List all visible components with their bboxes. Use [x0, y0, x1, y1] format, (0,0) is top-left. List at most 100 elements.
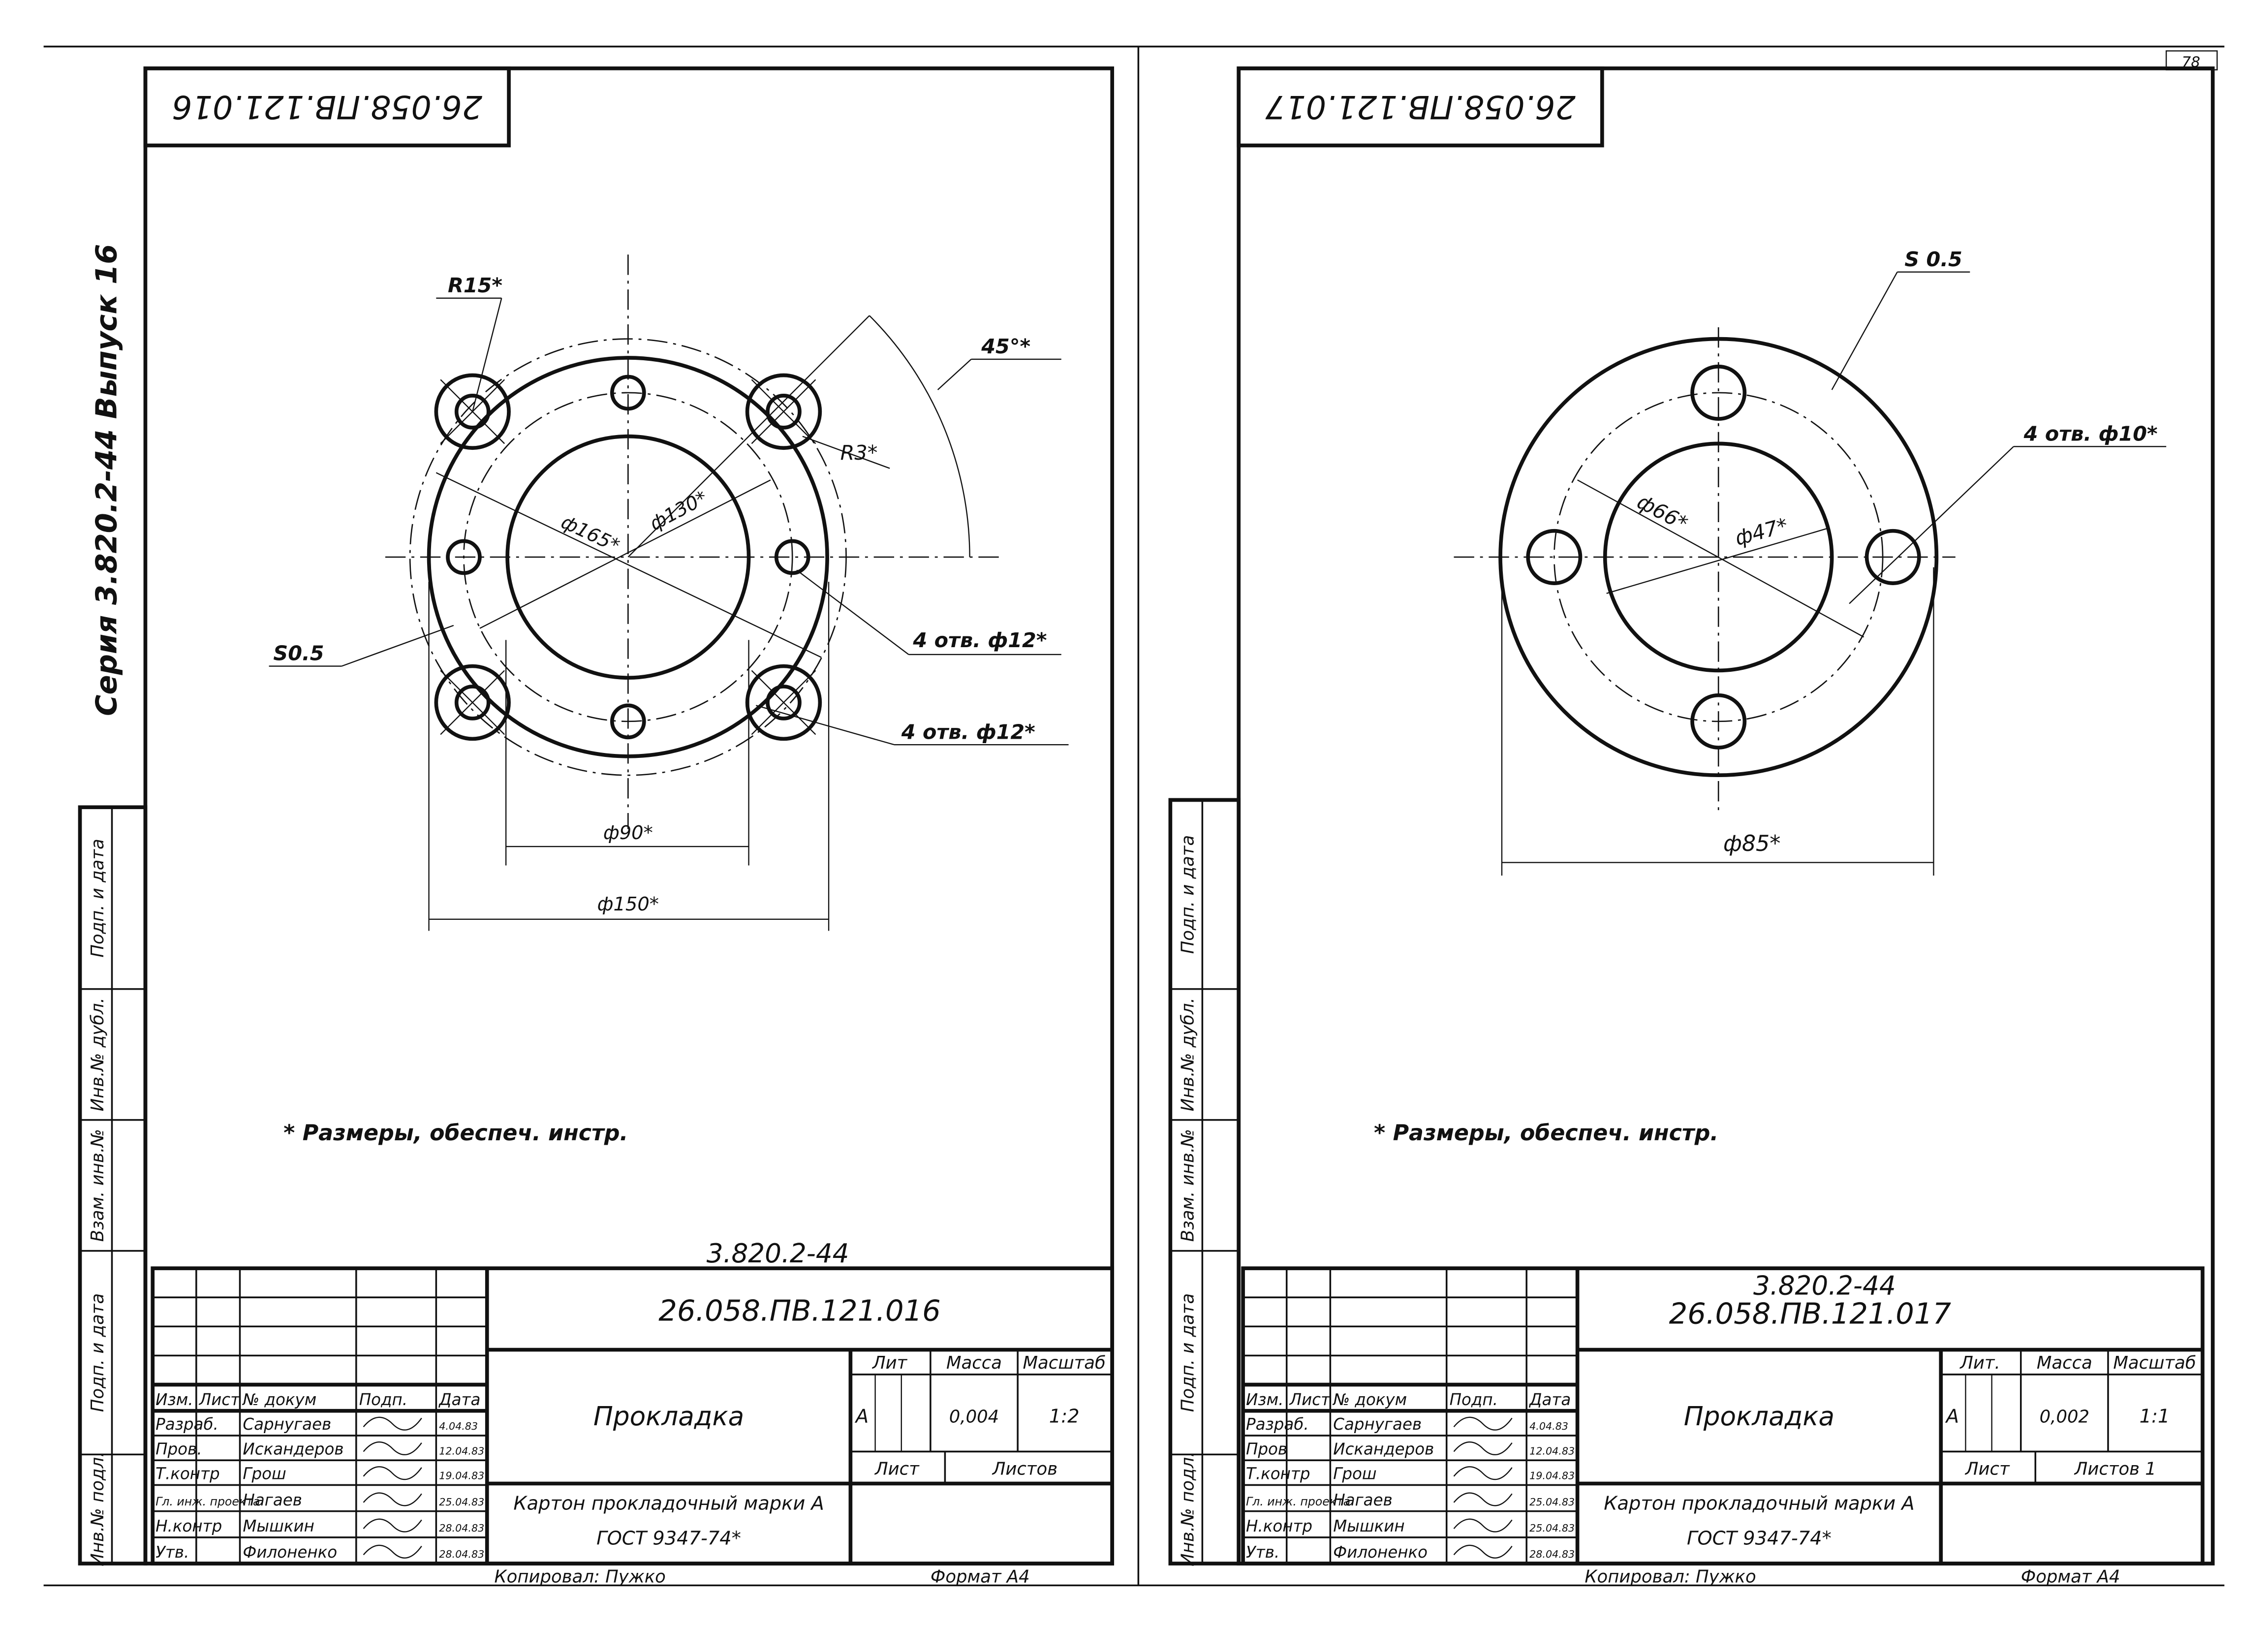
- row-name: Филоненко: [1333, 1543, 1428, 1562]
- lug-hole: [766, 685, 802, 721]
- dim-thickness: S0.5: [273, 642, 324, 665]
- row-role: Н.контр: [155, 1517, 222, 1535]
- signature: [363, 1492, 422, 1506]
- lug-cross: [440, 670, 505, 735]
- scale-header: Масштаб: [2113, 1353, 2196, 1373]
- material-line-1: Картон прокладочный марки А: [513, 1493, 824, 1515]
- format-label: Формат А4: [2021, 1566, 2120, 1587]
- sheet-frame: [1237, 66, 2215, 1566]
- side-strip-label: Подп. и дата: [1178, 1293, 1198, 1412]
- leader: [341, 625, 454, 667]
- inner-bore: [1603, 441, 1834, 673]
- column-header: Подп.: [1450, 1390, 1498, 1409]
- row-date: 28.04.83: [439, 1522, 484, 1534]
- lit-header: Лит: [871, 1353, 908, 1373]
- signature: [363, 1518, 422, 1533]
- scale-header: Масштаб: [1023, 1353, 1105, 1373]
- lug: [434, 664, 511, 741]
- column-header: Дата: [438, 1390, 480, 1409]
- lit-header: Лит.: [1959, 1353, 2000, 1373]
- part-drawing-017: ф66*ф47*ф85*S 0.54 отв. ф10*: [1454, 248, 2167, 876]
- row-role: Т.контр: [1246, 1465, 1310, 1483]
- signature: [363, 1441, 422, 1456]
- lit-value: А: [1945, 1405, 1959, 1427]
- side-strip-label: Инв.№ дубл.: [1178, 998, 1198, 1111]
- row-date: 28.04.83: [1529, 1548, 1575, 1560]
- doc-code: 26.058.ПВ.121.016: [658, 1293, 940, 1327]
- copied-by: Копировал: Пужко: [495, 1566, 666, 1587]
- material-line-1: Картон прокладочный марки А: [1604, 1493, 1914, 1515]
- row-name: Искандеров: [1333, 1440, 1434, 1458]
- signature: [1453, 1492, 1513, 1506]
- dim-line-130: [479, 479, 771, 629]
- row-date: 25.04.83: [439, 1496, 484, 1508]
- signature: [1453, 1466, 1513, 1480]
- lug-cross: [751, 670, 816, 735]
- outer-contour: [1498, 337, 1939, 778]
- dim-thickness: S 0.5: [1904, 248, 1962, 271]
- row-name: Сарнугаев: [1333, 1415, 1422, 1434]
- dim-d150: ф150*: [597, 893, 659, 915]
- column-header: Изм.: [155, 1390, 193, 1409]
- row-name: Филоненко: [243, 1543, 337, 1562]
- outer-contour: [427, 356, 829, 758]
- bolt-hole: [446, 539, 482, 575]
- part-drawing-016: ф165*ф130*ф90*ф150*45°*R15*R3*S0.54 отв.…: [269, 254, 1069, 931]
- row-name: Мышкин: [243, 1517, 314, 1535]
- mass-header: Масса: [2037, 1353, 2092, 1373]
- series-label: 3.820.2-44: [707, 1238, 849, 1269]
- bolt-hole: [1690, 693, 1747, 750]
- row-date: 4.04.83: [439, 1420, 478, 1432]
- row-name: Грош: [243, 1465, 286, 1483]
- tolerance-note: * Размеры, обеспеч. инстр.: [1374, 1121, 1718, 1146]
- signature: [1453, 1544, 1513, 1559]
- side-strip-label: Инв.№ подл.: [1178, 1452, 1198, 1566]
- material-line-2: ГОСТ 9347-74*: [1687, 1528, 1832, 1550]
- row-date: 19.04.83: [1529, 1470, 1575, 1482]
- dim-r3: R3*: [840, 441, 878, 465]
- bolt-hole: [774, 539, 810, 575]
- series-issue-label: Серия 3.820.2-44 Выпуск 16: [89, 244, 123, 716]
- dim-d165: ф165*: [558, 511, 623, 557]
- lit-value: А: [854, 1405, 869, 1427]
- dim-d130: ф130*: [646, 487, 711, 535]
- signature: [1453, 1441, 1513, 1456]
- signature: [1453, 1518, 1513, 1533]
- row-date: 25.04.83: [1529, 1496, 1575, 1508]
- row-name: Мышкин: [1333, 1517, 1404, 1535]
- side-strip-label: Взам. инв.№: [1178, 1129, 1198, 1242]
- row-date: 12.04.83: [1529, 1445, 1575, 1457]
- sheet-frame: [143, 66, 1115, 1566]
- row-role: Разраб.: [1246, 1415, 1309, 1434]
- bolt-hole: [1864, 529, 1921, 585]
- column-header: № докум: [1332, 1390, 1407, 1409]
- lug-hole: [766, 394, 802, 430]
- header-code-frame: [143, 66, 511, 148]
- row-date: 28.04.83: [439, 1548, 484, 1560]
- inner-bore: [505, 434, 751, 680]
- part-name: Прокладка: [593, 1401, 744, 1432]
- dim-d66: ф66*: [1633, 490, 1691, 535]
- dim-d47: ф47*: [1733, 513, 1790, 550]
- lug-hole: [454, 685, 491, 721]
- leader: [756, 705, 895, 746]
- bolt-circle: [1553, 392, 1884, 722]
- leader: [472, 298, 502, 412]
- material-line-2: ГОСТ 9347-74*: [596, 1528, 741, 1550]
- format-label: Формат А4: [931, 1566, 1030, 1587]
- signature: [363, 1544, 422, 1559]
- header-code-box: 26.058.ПВ.121.017: [1237, 66, 1604, 148]
- dim-line-47: [1606, 527, 1830, 594]
- side-strip-label: Подп. и дата: [88, 1293, 108, 1412]
- row-role: Т.контр: [155, 1465, 219, 1483]
- dim-d90: ф90*: [603, 822, 653, 844]
- leader: [802, 436, 890, 469]
- side-strip-label: Инв.№ дубл.: [88, 998, 108, 1111]
- part-name: Прокладка: [1684, 1401, 1834, 1432]
- series-label: 3.820.2-44: [1753, 1270, 1896, 1301]
- column-header: Лист: [1289, 1390, 1331, 1409]
- lug: [745, 664, 822, 741]
